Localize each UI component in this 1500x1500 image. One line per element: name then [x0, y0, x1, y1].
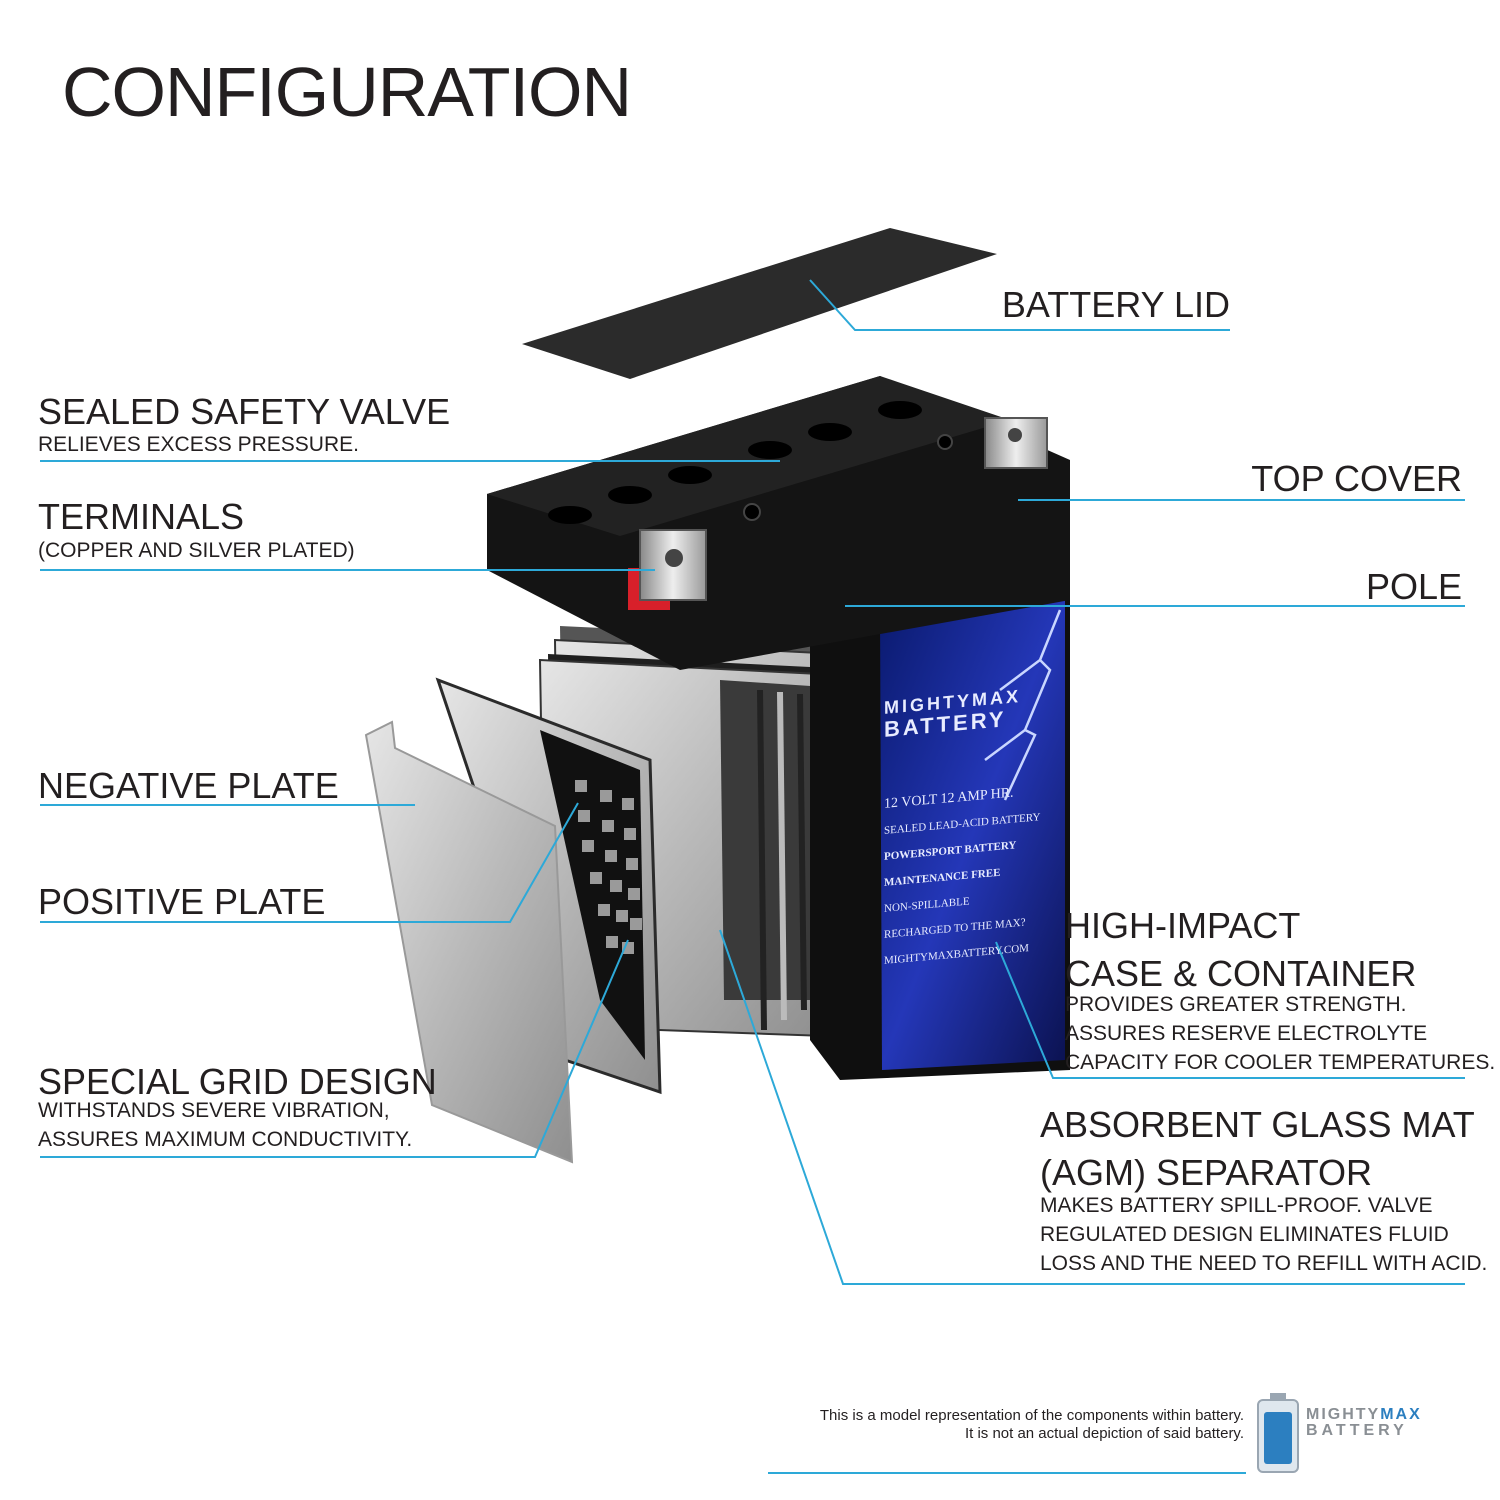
leader-agm — [719, 929, 1465, 1285]
leader-lines — [40, 279, 1465, 1474]
footer-logo: MIGHTYMAX BATTERY — [1306, 1407, 1422, 1439]
footer-logo-battery: BATTERY — [1306, 1422, 1408, 1439]
label-pole: POLE — [1365, 566, 1462, 607]
label-agm-line1: ABSORBENT GLASS MAT — [1040, 1104, 1475, 1145]
label-special-grid: SPECIAL GRID DESIGN — [38, 1061, 437, 1102]
footer-note-line2: It is not an actual depiction of said ba… — [964, 1425, 1244, 1442]
leader-case — [995, 941, 1465, 1079]
label-case-line2: CASE & CONTAINER — [1065, 953, 1417, 994]
battery-case — [810, 550, 1070, 1080]
desc-sealed-safety-valve: RELIEVES EXCESS PRESSURE. — [38, 433, 359, 456]
desc-terminals: (COPPER AND SILVER PLATED) — [38, 539, 355, 562]
label-agm-line2: (AGM) SEPARATOR — [1040, 1152, 1373, 1193]
case-label — [880, 600, 1065, 1070]
battery-lid — [522, 228, 997, 379]
label-top-cover: TOP COVER — [1251, 458, 1462, 499]
label-battery-lid: BATTERY LID — [1001, 284, 1230, 325]
label-sealed-safety-valve: SEALED SAFETY VALVE — [38, 391, 451, 432]
desc-case-3: CAPACITY FOR COOLER TEMPERATURES. — [1065, 1051, 1496, 1074]
leader-battery-lid — [809, 279, 1230, 331]
terminal-positive — [628, 529, 707, 610]
desc-case-2: ASSURES RESERVE ELECTROLYTE — [1065, 1022, 1428, 1045]
desc-agm-1: MAKES BATTERY SPILL-PROOF. VALVE — [1040, 1194, 1433, 1217]
footer-logo-max: MAX — [1380, 1406, 1422, 1423]
footer-note: This is a model representation of the co… — [820, 1407, 1244, 1443]
footer-logo-mighty: MIGHTY — [1306, 1406, 1381, 1423]
label-negative-plate: NEGATIVE PLATE — [38, 765, 339, 806]
desc-special-grid-2: ASSURES MAXIMUM CONDUCTIVITY. — [38, 1128, 413, 1151]
battery-logo-icon — [1257, 1393, 1299, 1473]
desc-agm-3: LOSS AND THE NEED TO REFILL WITH ACID. — [1040, 1252, 1488, 1275]
terminal-negative — [984, 417, 1048, 469]
label-positive-plate: POSITIVE PLATE — [38, 881, 326, 922]
footer-note-line1: This is a model representation of the co… — [819, 1407, 1244, 1424]
desc-agm-2: REGULATED DESIGN ELIMINATES FLUID — [1040, 1223, 1449, 1246]
label-case-line1: HIGH-IMPACT — [1065, 905, 1301, 946]
negative-plate — [364, 720, 574, 1164]
page-title: CONFIGURATION — [62, 53, 632, 131]
leader-positive-plate — [40, 802, 579, 923]
desc-case-1: PROVIDES GREATER STRENGTH. — [1065, 993, 1407, 1016]
case-label-text: MIGHTYMAX BATTERY 12 VOLT 12 AMP HR. SEA… — [884, 682, 1064, 974]
leader-special-grid — [40, 939, 629, 1158]
label-terminals: TERMINALS — [38, 496, 245, 537]
desc-special-grid-1: WITHSTANDS SEVERE VIBRATION, — [38, 1099, 390, 1122]
